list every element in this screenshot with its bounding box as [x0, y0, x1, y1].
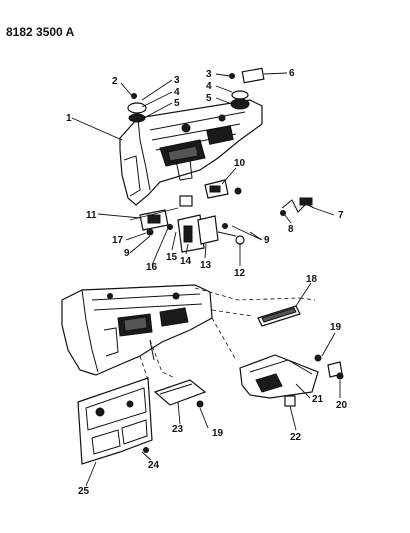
callout-25: 25 — [78, 486, 90, 497]
callout-14: 14 — [180, 256, 192, 267]
callout-9-left: 9 — [124, 248, 130, 259]
callout-3-right: 3 — [206, 69, 212, 80]
callout-22: 22 — [290, 432, 302, 443]
callout-12: 12 — [234, 268, 246, 279]
callout-24: 24 — [148, 460, 160, 471]
lower-instrument-panel — [61, 284, 213, 376]
callout-20: 20 — [336, 400, 348, 411]
callout-16: 16 — [146, 262, 158, 273]
callout-3: 3 — [174, 75, 180, 86]
callout-7: 7 — [338, 210, 344, 221]
callout-2: 2 — [112, 76, 118, 87]
callout-13: 13 — [200, 260, 212, 271]
callout-23: 23 — [172, 424, 184, 435]
leader-lines — [71, 72, 341, 487]
callout-21: 21 — [312, 394, 324, 405]
callout-17: 17 — [112, 235, 124, 246]
trim-strip — [257, 305, 301, 327]
glove-box — [239, 354, 344, 407]
callout-8: 8 — [288, 224, 294, 235]
callout-4-right: 4 — [206, 81, 212, 92]
callout-5: 5 — [174, 98, 180, 109]
callout-labels: 1 2 3 4 5 3 4 5 6 7 8 9 9 10 11 12 13 14… — [66, 68, 348, 497]
callout-1: 1 — [66, 113, 72, 124]
bracket-assembly — [153, 379, 207, 408]
callout-11: 11 — [86, 210, 97, 221]
callout-4: 4 — [174, 87, 180, 98]
diagram-code: 8182 3500 A — [6, 25, 75, 39]
cluster-bezel — [77, 377, 153, 465]
callout-19-right: 19 — [330, 322, 342, 333]
upper-instrument-panel — [119, 67, 265, 206]
dashed-guides — [139, 287, 316, 381]
callout-18: 18 — [306, 274, 318, 285]
callout-19-lower: 19 — [212, 428, 224, 439]
callout-5-right: 5 — [206, 93, 212, 104]
callout-15: 15 — [166, 252, 178, 263]
callout-6: 6 — [289, 68, 295, 79]
callout-10: 10 — [234, 158, 246, 169]
callout-9-right: 9 — [264, 235, 270, 246]
switch-cluster — [139, 179, 315, 253]
